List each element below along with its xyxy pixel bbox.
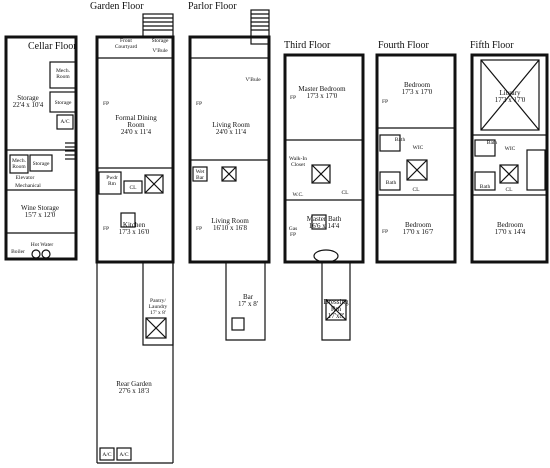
fifth-cl: CL	[505, 187, 513, 193]
parlor-fp: FP	[195, 101, 203, 107]
garden-ac-1: A/C	[102, 452, 112, 458]
third-cl: CL	[341, 190, 349, 196]
cellar-hot-water: Hot Water	[30, 242, 54, 248]
fourth-floor-title: Fourth Floor	[378, 40, 429, 51]
cellar-elevator: Elevator	[15, 175, 35, 181]
cellar-outline	[4, 35, 78, 261]
fifth-outline	[470, 53, 549, 264]
third-wc: W.C.	[292, 192, 304, 198]
cellar-ac: A/C	[60, 119, 70, 125]
third-outline	[283, 53, 365, 264]
fourth-fp: FP	[381, 99, 389, 105]
fifth-bath-2: Bath	[479, 184, 491, 190]
garden-fp: FP	[102, 101, 110, 107]
fourth-cl: CL	[412, 187, 420, 193]
third-fp: FP	[289, 95, 297, 101]
cellar-boiler: Boiler	[11, 249, 25, 255]
cellar-mech-room: Mech.Room	[56, 68, 70, 80]
fourth-fp2: FP	[381, 229, 389, 235]
cellar-mechanical: Mechanical	[15, 183, 41, 189]
garden-floor-title: Garden Floor	[90, 1, 144, 12]
cellar-storage-2: Storage	[32, 161, 50, 167]
cellar-storage-small: Storage	[54, 100, 72, 106]
fourth-bath-2: Bath	[385, 180, 397, 186]
cellar-floor-title: Cellar Floor	[28, 41, 77, 52]
parlor-fp2: FP	[195, 226, 203, 232]
cellar-mech-room-2: Mech.Room	[12, 158, 26, 170]
garden-ac-2: A/C	[119, 452, 129, 458]
garden-fp2: FP	[102, 226, 110, 232]
fourth-outline	[375, 53, 457, 264]
garden-vbule: V'Bule	[152, 48, 168, 54]
fifth-floor-title: Fifth Floor	[470, 40, 514, 51]
parlor-outline	[188, 35, 271, 264]
third-floor-title: Third Floor	[284, 40, 331, 51]
garden-storage: Storage	[151, 38, 169, 44]
fifth-wic: WIC	[504, 146, 516, 152]
fourth-bath: Bath	[394, 137, 406, 143]
fourth-wic: WIC	[412, 145, 424, 151]
fifth-bath: Bath	[486, 140, 498, 146]
parlor-vbule: V'Bule	[245, 77, 261, 83]
parlor-floor-title: Parlor Floor	[188, 1, 237, 12]
garden-cl: CL	[129, 185, 137, 191]
